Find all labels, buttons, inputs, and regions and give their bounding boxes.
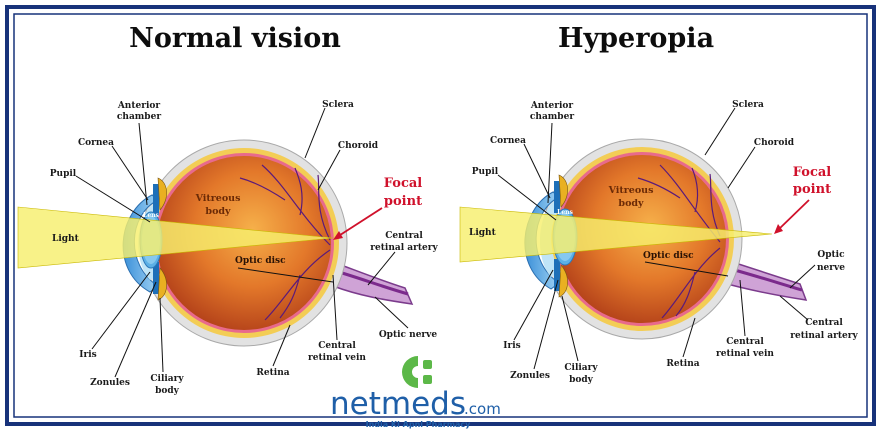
- label-ciliary-right-line2: body: [569, 375, 594, 385]
- label-optic-disc: Optic disc: [235, 256, 286, 266]
- logo-mark-green: [402, 356, 418, 388]
- label-light: Light: [52, 234, 80, 244]
- logo-mark-blue-bottom: [423, 375, 432, 384]
- logo-suffix: .com: [464, 400, 501, 418]
- eye-hyperopia: Lens Vitreous body Light Optic disc Foca…: [460, 100, 858, 385]
- netmeds-logo: netmeds .com India Ki Apni Pharmacy: [330, 356, 501, 429]
- label-lens: Lens: [143, 212, 159, 219]
- label-retina-right: Retina: [666, 359, 699, 369]
- label-vitreous-line2: body: [205, 206, 231, 217]
- label-cornea-right: Cornea: [490, 136, 526, 146]
- label-light-right: Light: [469, 228, 497, 238]
- label-zonules-right: Zonules: [510, 371, 550, 381]
- label-central-artery-right-line1: Central: [805, 318, 843, 328]
- label-optic-disc-right: Optic disc: [643, 251, 694, 261]
- label-central-artery-right-line2: retinal artery: [790, 331, 858, 341]
- label-pupil: Pupil: [50, 169, 77, 179]
- label-anterior-line1: Anterior: [117, 101, 161, 111]
- label-retina: Retina: [256, 368, 289, 378]
- label-cornea: Cornea: [78, 138, 114, 148]
- logo-wordmark: netmeds: [330, 386, 466, 422]
- label-vitreous-right-line2: body: [618, 198, 644, 209]
- label-anterior-right-line1: Anterior: [530, 101, 574, 111]
- label-choroid-right: Choroid: [754, 138, 795, 148]
- label-ciliary-line1: Ciliary: [150, 374, 184, 384]
- title-normal-vision: Normal vision: [129, 23, 341, 54]
- label-central-vein-right-line1: Central: [726, 337, 764, 347]
- label-optic-nerve-right-line1: Optic: [817, 250, 845, 260]
- label-zonules: Zonules: [90, 378, 130, 388]
- label-optic-nerve-right-line2: nerve: [817, 263, 845, 273]
- label-central-vein-line1: Central: [318, 341, 356, 351]
- iris-lower-right: [554, 259, 560, 291]
- label-ciliary-line2: body: [155, 386, 180, 396]
- label-sclera: Sclera: [322, 100, 354, 110]
- label-vitreous-right-line1: Vitreous: [608, 185, 654, 196]
- label-optic-nerve: Optic nerve: [379, 330, 438, 340]
- label-pupil-right: Pupil: [472, 167, 499, 177]
- label-central-artery-line2: retinal artery: [370, 243, 438, 253]
- label-focal-right-line1: Focal: [793, 165, 832, 180]
- label-iris: Iris: [79, 350, 96, 360]
- label-central-vein-line2: retinal vein: [308, 353, 366, 363]
- label-focal-line2: point: [384, 194, 422, 209]
- label-anterior-line2: chamber: [117, 112, 161, 122]
- label-focal-right-line2: point: [793, 182, 831, 197]
- label-anterior-right-line2: chamber: [530, 112, 574, 122]
- label-iris-right: Iris: [503, 341, 520, 351]
- label-focal-line1: Focal: [384, 176, 423, 191]
- label-central-artery-line1: Central: [385, 231, 423, 241]
- logo-tagline: India Ki Apni Pharmacy: [366, 420, 472, 429]
- label-central-vein-right-line2: retinal vein: [716, 349, 774, 359]
- logo-mark-blue-top: [423, 360, 432, 369]
- title-hyperopia: Hyperopia: [558, 23, 714, 54]
- label-sclera-right: Sclera: [732, 100, 764, 110]
- focal-arrow-right: [778, 200, 809, 230]
- label-ciliary-right-line1: Ciliary: [564, 363, 598, 373]
- label-vitreous-line1: Vitreous: [195, 193, 241, 204]
- label-choroid: Choroid: [338, 141, 379, 151]
- label-lens-right: Lens: [557, 209, 573, 216]
- eye-normal: Lens Vitreous body Light Optic disc Foca…: [18, 100, 438, 396]
